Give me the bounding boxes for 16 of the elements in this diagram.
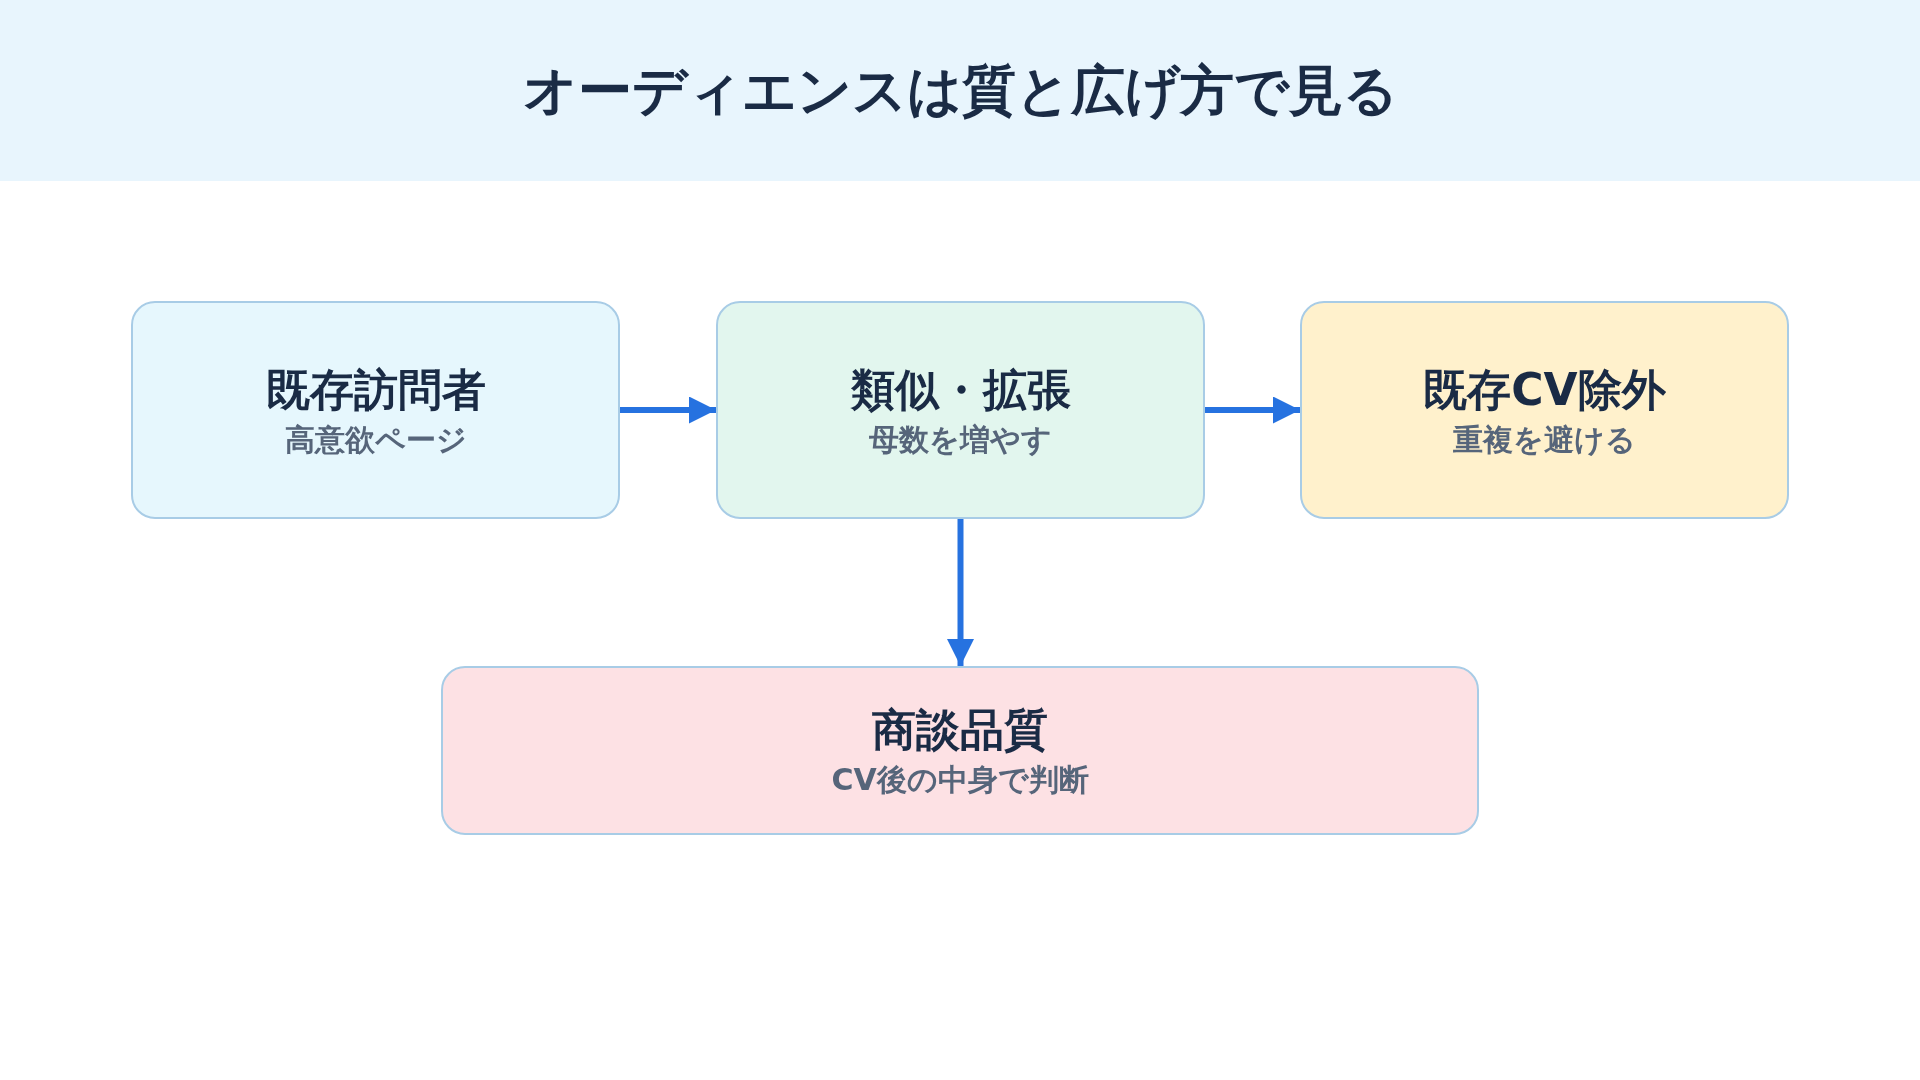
box-subtitle: 高意欲ページ: [284, 420, 467, 459]
process-box: [1300, 301, 1789, 519]
arrow: [947, 519, 974, 666]
process-box: [131, 301, 620, 519]
process-box: [716, 301, 1205, 519]
title: オーディエンスは質と広げ方で見る: [522, 58, 1398, 124]
box-heading: 既存訪問者: [265, 362, 486, 417]
box-subtitle: 母数を増やす: [869, 420, 1052, 459]
arrow: [1205, 396, 1300, 424]
box-heading: 商談品質: [872, 703, 1048, 758]
arrow: [620, 396, 716, 424]
box-heading: 既存CV除外: [1423, 362, 1666, 417]
box-subtitle: 重複を避ける: [1453, 420, 1636, 459]
box-heading: 類似・拡張: [850, 362, 1071, 417]
box-subtitle: CV後の中身で判断: [831, 761, 1089, 799]
process-box: [441, 666, 1479, 835]
